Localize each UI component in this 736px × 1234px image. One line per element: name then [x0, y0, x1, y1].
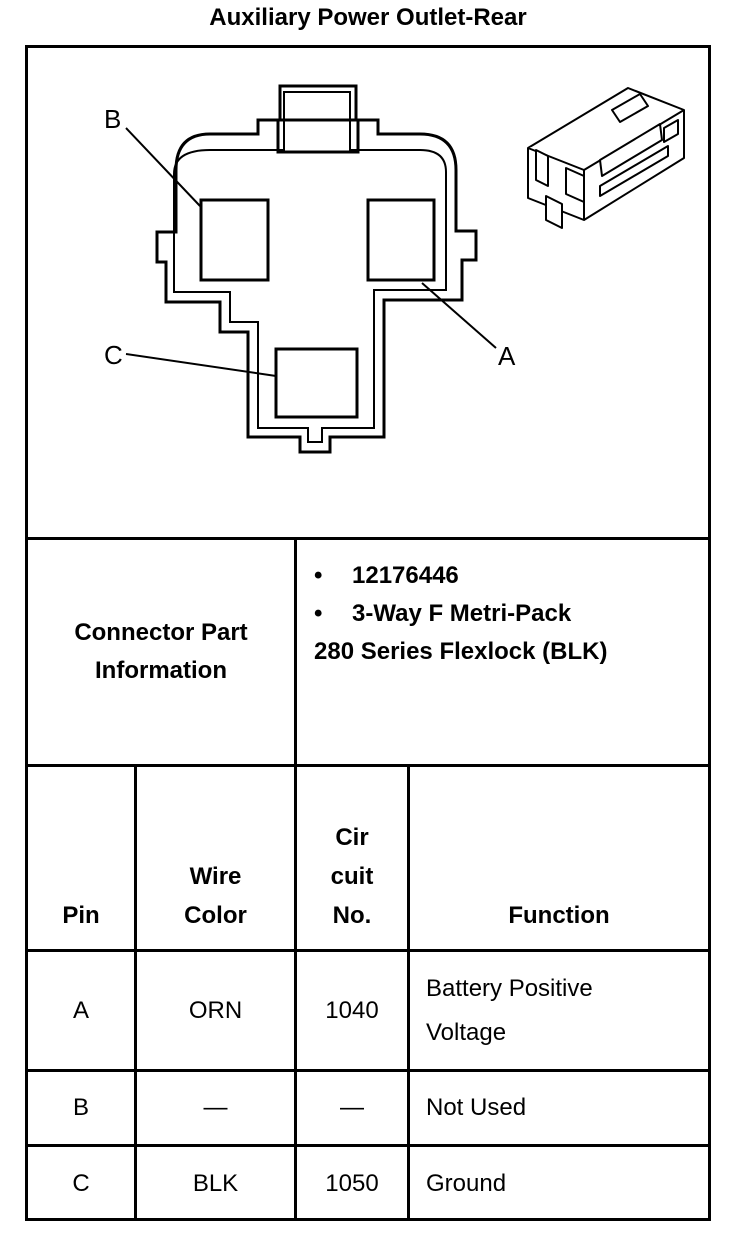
connector-body-outline — [155, 84, 478, 454]
callout-a: A — [498, 341, 516, 371]
row-c-pin: C — [72, 1170, 90, 1197]
header-pin: Pin — [28, 767, 134, 949]
bullet: • — [314, 562, 323, 589]
divider-wire-column — [294, 764, 297, 1221]
row-a-function-line2: Voltage — [426, 1018, 507, 1046]
header-function-label: Function — [508, 902, 610, 929]
row-b-pin: B — [72, 1094, 89, 1121]
connector-table-frame — [25, 45, 711, 1221]
row-b-function: Not Used — [426, 1094, 527, 1121]
row-a-circuit: 1040 — [325, 996, 379, 1024]
connector-body-inner-outline — [173, 91, 447, 443]
connector-info-label-line2: Information — [95, 657, 227, 684]
cavity-b — [199, 198, 270, 282]
connector-isometric-view — [527, 87, 685, 229]
header-circuit-line1: Cir — [335, 824, 369, 851]
divider-pin-column — [134, 764, 137, 1221]
cavity-a — [366, 198, 436, 282]
part-number-item: • 12176446 — [314, 557, 607, 595]
callout-b: B — [104, 104, 121, 134]
bullet: • — [314, 600, 323, 627]
connector-info-label-line1: Connector Part — [74, 619, 248, 646]
row-a-pin: A — [72, 996, 89, 1024]
connector-info-label: Connector Part Information — [28, 540, 294, 764]
callout-c: C — [104, 340, 123, 370]
divider-header-bottom — [25, 949, 711, 952]
divider-info-column — [294, 537, 297, 767]
row-c-wire-color: BLK — [192, 1170, 239, 1197]
divider-diagram-bottom — [25, 537, 711, 540]
top-latch — [276, 118, 360, 154]
row-b-wire-color: — — [203, 1094, 228, 1121]
leader-c — [125, 353, 277, 377]
row-a-function-line1: Battery Positive — [426, 974, 593, 1002]
connector-info-details: • 12176446 • 3-Way F Metri-Pack 280 Series… — [314, 557, 607, 671]
row-a-function: Battery Positive Voltage — [426, 952, 706, 1069]
header-circuit-line3: No. — [332, 902, 372, 929]
divider-circuit-column — [407, 764, 410, 1221]
row-c-circuit: 1050 — [325, 1170, 379, 1197]
header-circuit: Cir cuit No. — [297, 767, 407, 949]
cavity-c — [274, 347, 359, 419]
row-c-function: Ground — [426, 1170, 507, 1197]
divider-row-a-bottom — [25, 1069, 711, 1072]
page-title: Auxiliary Power Outlet-Rear — [209, 4, 527, 31]
header-function: Function — [410, 767, 708, 949]
divider-info-bottom — [25, 764, 711, 767]
divider-row-b-bottom — [25, 1144, 711, 1147]
row-a-wire-color: ORN — [188, 996, 243, 1024]
header-pin-label: Pin — [62, 902, 100, 929]
connector-face-drawing: B A C — [104, 84, 685, 454]
header-wire-color-line1: Wire — [189, 863, 242, 890]
part-number: 12176446 — [352, 562, 459, 589]
description-item: • 3-Way F Metri-Pack — [314, 595, 607, 633]
connector-description-line1: 3-Way F Metri-Pack — [352, 600, 572, 627]
header-circuit-line2: cuit — [330, 863, 374, 890]
connector-description-line2: 280 Series Flexlock (BLK) — [314, 638, 608, 665]
header-wire-color: Wire Color — [137, 767, 294, 949]
row-b-circuit: — — [340, 1094, 364, 1121]
connector-diagram: B A C — [28, 48, 708, 538]
header-wire-color-line2: Color — [184, 902, 247, 929]
leader-b — [125, 127, 201, 207]
leader-a — [421, 282, 497, 349]
